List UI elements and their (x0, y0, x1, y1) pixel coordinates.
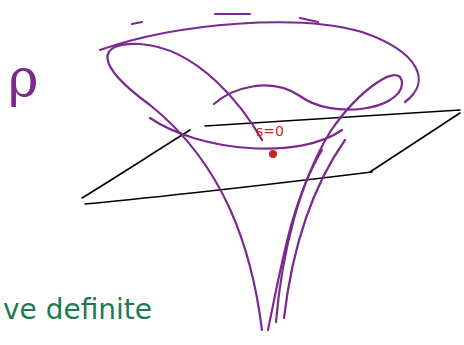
purple-surface (100, 14, 419, 330)
note-text: ve definite (3, 296, 152, 324)
tangent-plane (82, 110, 460, 204)
plane-edge (82, 130, 190, 198)
plane-edge (85, 172, 372, 204)
surface-stroke (107, 44, 262, 330)
plane-edge (370, 113, 460, 172)
surface-stroke (215, 13, 250, 15)
rho-symbol: ρ (8, 52, 39, 104)
point-label: s=0 (256, 124, 284, 138)
surface-stroke (214, 75, 402, 322)
critical-point-dot (269, 150, 277, 158)
surface-stroke (100, 22, 419, 102)
surface-stroke (284, 140, 345, 318)
surface-stroke (300, 18, 318, 22)
surface-stroke (268, 150, 322, 330)
surface-stroke (150, 118, 342, 149)
surface-stroke (132, 22, 142, 24)
